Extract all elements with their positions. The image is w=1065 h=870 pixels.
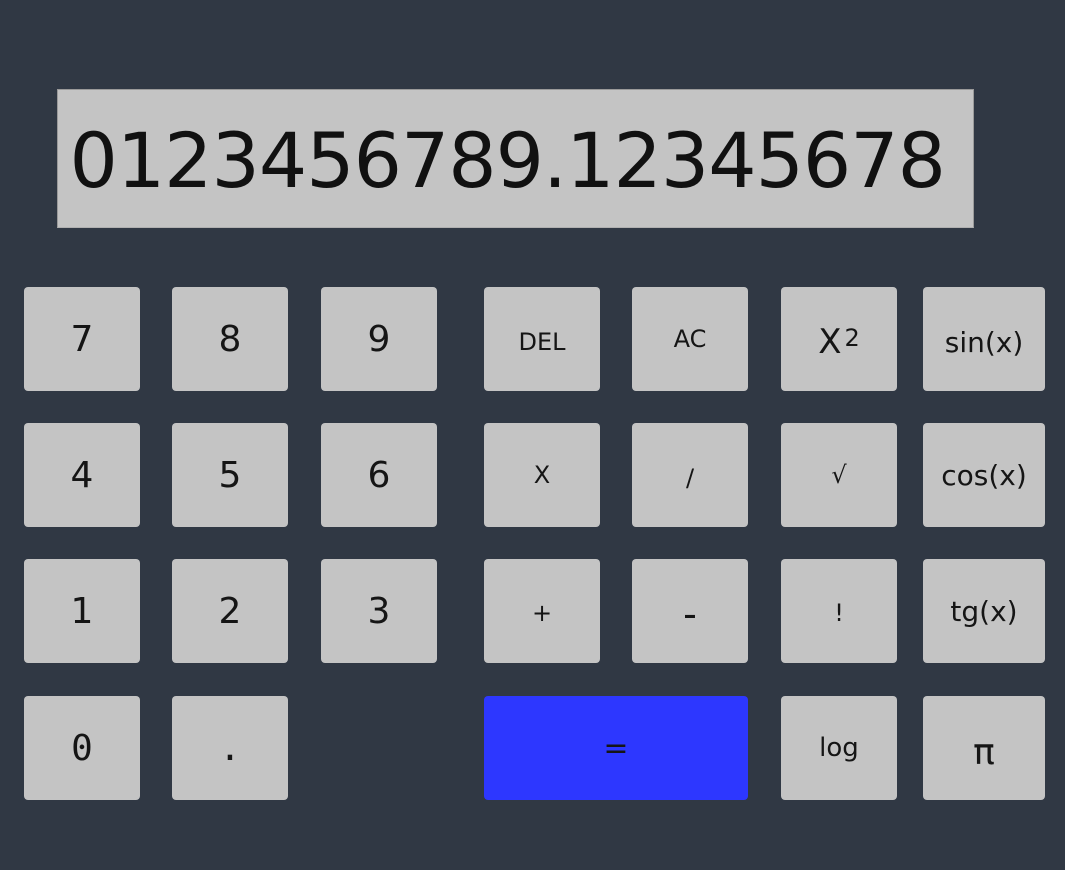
- add-button-label: +: [531, 599, 553, 627]
- pi-button-label: π: [973, 731, 995, 773]
- key-5[interactable]: 5: [172, 423, 288, 527]
- divide-button[interactable]: /: [632, 423, 748, 527]
- cosine-button[interactable]: cos(x): [923, 423, 1045, 527]
- key-9[interactable]: 9: [321, 287, 437, 391]
- key-0[interactable]: 0: [24, 696, 140, 800]
- equals-button-label: =: [603, 730, 629, 766]
- subtract-button[interactable]: -: [632, 559, 748, 663]
- key-2[interactable]: 2: [172, 559, 288, 663]
- sine-button[interactable]: sin(x): [923, 287, 1045, 391]
- key-3[interactable]: 3: [321, 559, 437, 663]
- key-8[interactable]: 8: [172, 287, 288, 391]
- all-clear-button-label: AC: [673, 325, 707, 353]
- factorial-button-label: !: [834, 599, 844, 627]
- key-9-label: 9: [367, 318, 391, 360]
- key-5-label: 5: [218, 454, 242, 496]
- key-3-label: 3: [367, 590, 391, 632]
- divide-button-label: /: [685, 464, 695, 492]
- log-button[interactable]: log: [781, 696, 897, 800]
- delete-button[interactable]: DEL: [484, 287, 600, 391]
- factorial-button[interactable]: !: [781, 559, 897, 663]
- cosine-button-label: cos(x): [941, 458, 1027, 492]
- display-value: 0123456789.12345678: [69, 116, 946, 205]
- delete-button-label: DEL: [518, 328, 566, 356]
- key-4[interactable]: 4: [24, 423, 140, 527]
- key-0-label: 0: [71, 727, 93, 769]
- square-root-button-label: √: [831, 461, 847, 489]
- tangent-button[interactable]: tg(x): [923, 559, 1045, 663]
- calculator-display: 0123456789.12345678: [57, 89, 974, 228]
- key-2-label: 2: [218, 590, 242, 632]
- log-button-label: log: [819, 733, 859, 763]
- tangent-button-label: tg(x): [950, 594, 1018, 628]
- add-button[interactable]: +: [484, 559, 600, 663]
- decimal-point-label: .: [219, 727, 241, 769]
- key-6[interactable]: 6: [321, 423, 437, 527]
- subtract-button-label: -: [683, 592, 697, 636]
- key-1[interactable]: 1: [24, 559, 140, 663]
- decimal-point-button[interactable]: .: [172, 696, 288, 800]
- key-8-label: 8: [218, 318, 242, 360]
- sine-button-label: sin(x): [944, 325, 1024, 359]
- key-1-label: 1: [70, 590, 94, 632]
- square-root-button[interactable]: √: [781, 423, 897, 527]
- key-7-label: 7: [70, 318, 94, 360]
- multiply-button-label: X: [533, 461, 551, 489]
- key-7[interactable]: 7: [24, 287, 140, 391]
- equals-button[interactable]: =: [484, 696, 748, 800]
- pi-button[interactable]: π: [923, 696, 1045, 800]
- square-base-label: X: [818, 322, 842, 362]
- key-6-label: 6: [367, 454, 391, 496]
- all-clear-button[interactable]: AC: [632, 287, 748, 391]
- multiply-button[interactable]: X: [484, 423, 600, 527]
- key-4-label: 4: [70, 454, 94, 496]
